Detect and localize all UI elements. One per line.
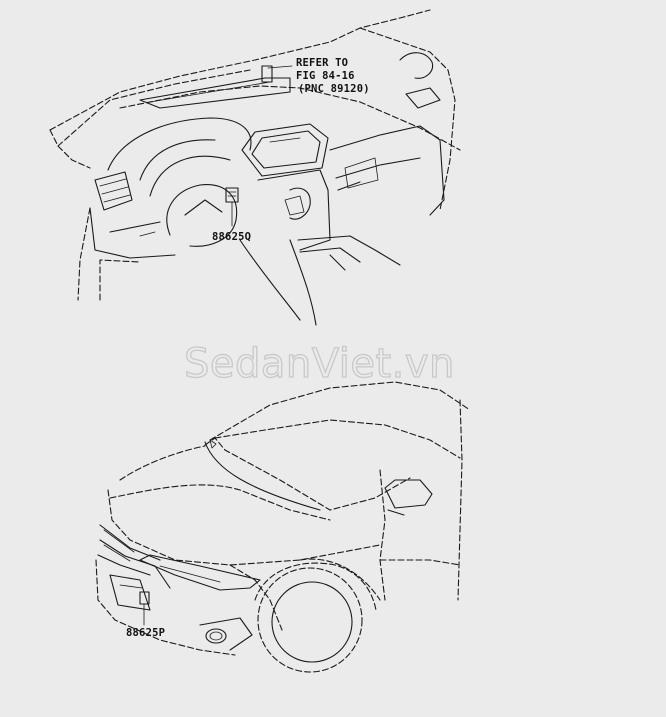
refer-label-line2: FIG 84-16 <box>296 70 355 82</box>
part-label-88625q: 88625Q <box>212 231 251 243</box>
watermark-text: SedanViet.vn <box>184 341 455 387</box>
refer-label-line3: (PNC 89120) <box>298 83 370 95</box>
part-label-88625p: 88625P <box>126 627 165 639</box>
car-front-illustration <box>95 381 471 673</box>
dashboard-illustration <box>49 9 461 326</box>
refer-label-line1: REFER TO <box>296 57 348 69</box>
